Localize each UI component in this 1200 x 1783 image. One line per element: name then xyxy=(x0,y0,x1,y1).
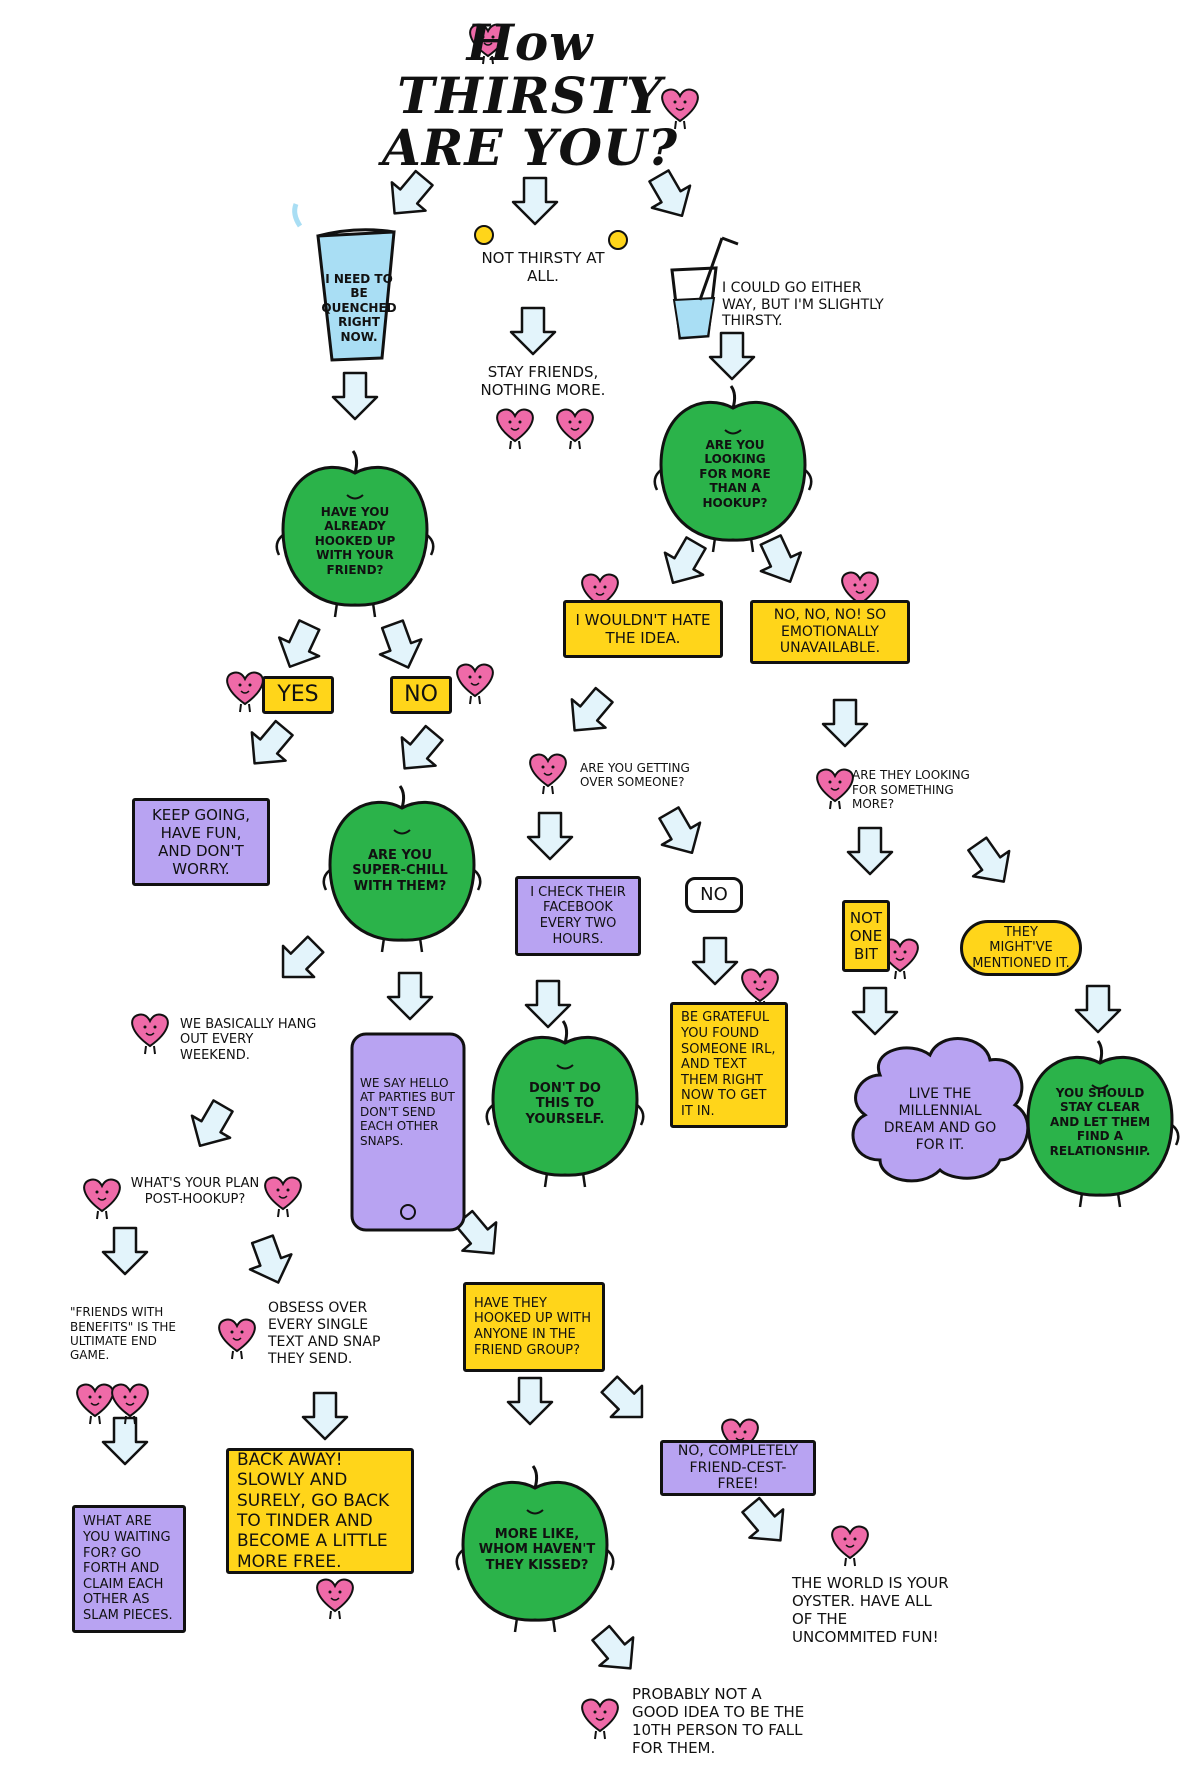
millennial-dream-text: LIVE THE MILLENNIAL DREAM AND GO FOR IT. xyxy=(883,1086,997,1153)
friends-with-benefits-text: "FRIENDS WITH BENEFITS" IS THE ULTIMATE … xyxy=(70,1305,177,1363)
check-facebook-box: I CHECK THEIR FACEBOOK EVERY TWO HOURS. xyxy=(515,876,641,956)
be-grateful-box: BE GRATEFUL YOU FOUND SOMEONE IRL, AND T… xyxy=(670,1002,788,1128)
keep-going-box: KEEP GOING, HAVE FUN, AND DON'T WORRY. xyxy=(132,798,270,886)
super-chill-question: ARE YOU SUPER-CHILL WITH THEM? xyxy=(352,847,448,894)
whom-havent-text: MORE LIKE, WHOM HAVEN'T THEY KISSED? xyxy=(478,1526,596,1573)
wouldnt-hate-box: I WOULDN'T HATE THE IDEA. xyxy=(563,600,723,658)
friend-cest-free-box: NO, COMPLETELY FRIEND-CEST-FREE! xyxy=(660,1440,816,1496)
stay-friends-text: STAY FRIENDS, NOTHING MORE. xyxy=(480,363,606,399)
looking-for-more-question: ARE THEY LOOKING FOR SOMETHING MORE? xyxy=(852,768,970,812)
might-have-mentioned-bubble: THEY MIGHT'VE MENTIONED IT. xyxy=(960,920,1082,976)
glass-of-water-icon xyxy=(292,203,396,362)
tenth-person-text: PROBABLY NOT A GOOD IDEA TO BE THE 10TH … xyxy=(632,1685,805,1757)
phone-icon xyxy=(350,1032,466,1232)
obsess-text: OBSESS OVER EVERY SINGLE TEXT AND SNAP T… xyxy=(268,1300,381,1367)
not-thirsty-text: NOT THIRSTY AT ALL. xyxy=(481,249,605,285)
glass-of-water-icon xyxy=(670,236,739,340)
cloud-icon xyxy=(851,1037,1030,1183)
hang-out-text: WE BASICALLY HANG OUT EVERY WEEKEND. xyxy=(180,1016,317,1063)
friend-group-box: HAVE THEY HOOKED UP WITH ANYONE IN THE F… xyxy=(463,1282,605,1372)
dont-do-this-text: DON'T DO THIS TO YOURSELF. xyxy=(525,1080,605,1127)
say-hello-text: WE SAY HELLO AT PARTIES BUT DON'T SEND E… xyxy=(360,1076,455,1148)
more-than-hookup-question: ARE YOU LOOKING FOR MORE THAN A HOOKUP? xyxy=(699,438,771,510)
flower-icon xyxy=(474,225,628,250)
no-answer-box: NO xyxy=(685,877,743,913)
stay-clear-text: YOU SHOULD STAY CLEAR AND LET THEM FIND … xyxy=(1049,1086,1151,1158)
yes-box: YES xyxy=(262,676,334,714)
what-are-you-waiting-box: WHAT ARE YOU WAITING FOR? GO FORTH AND C… xyxy=(72,1505,186,1633)
no-box: NO xyxy=(390,676,452,714)
hooked-up-question: HAVE YOU ALREADY HOOKED UP WITH YOUR FRI… xyxy=(314,505,396,577)
quenched-text: I NEED TO BE QUENCHED RIGHT NOW. xyxy=(321,272,397,344)
not-one-bit-box: NOT ONE BIT xyxy=(842,900,890,972)
page-title: How THIRSTY ARE YOU? xyxy=(381,13,678,178)
getting-over-question: ARE YOU GETTING OVER SOMEONE? xyxy=(580,760,690,789)
no-no-no-box: NO, NO, NO! SO EMOTIONALLY UNAVAILABLE. xyxy=(750,600,910,664)
back-away-box: BACK AWAY! SLOWLY AND SURELY, GO BACK TO… xyxy=(226,1448,414,1574)
plan-post-hookup-question: WHAT'S YOUR PLAN POST-HOOKUP? xyxy=(130,1176,260,1207)
world-is-your-oyster-text: THE WORLD IS YOUR OYSTER. HAVE ALL OF TH… xyxy=(792,1574,949,1646)
either-way-text: I COULD GO EITHER WAY, BUT I'M SLIGHTLY … xyxy=(722,279,884,330)
